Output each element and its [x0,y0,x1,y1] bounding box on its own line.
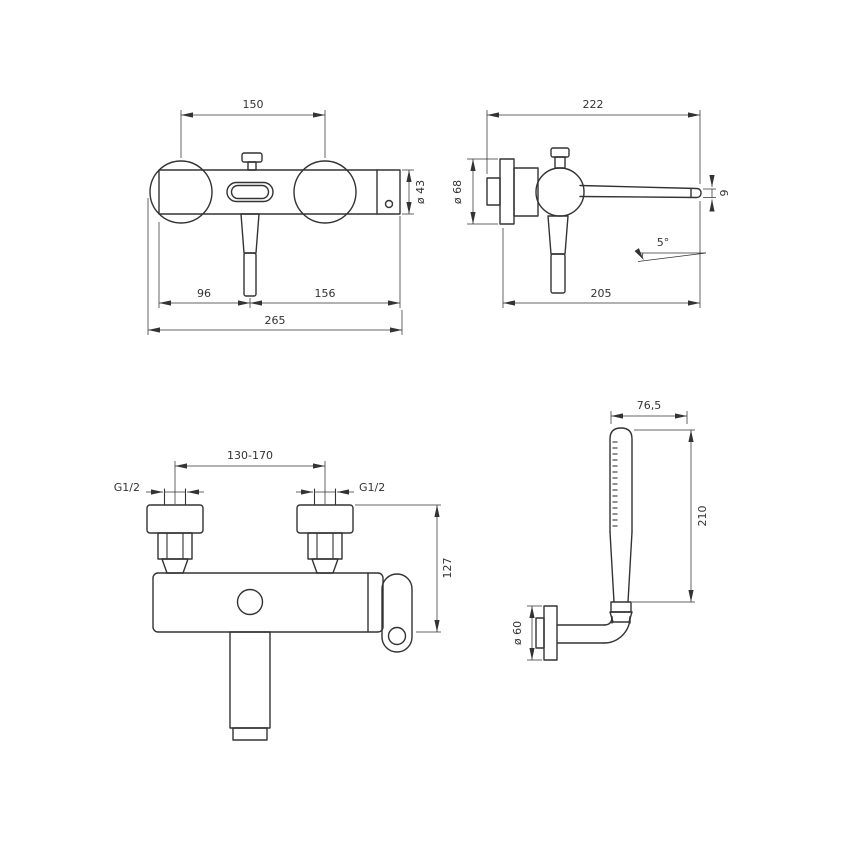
handshower-head [609,427,633,533]
dim-label: 130-170 [227,449,273,462]
dim-left-96: 96 [158,216,401,308]
elbow-outer [603,616,631,644]
escutcheon-left [146,504,204,534]
dim-label: G1/2 [359,481,385,494]
handle-cone [240,213,260,254]
shower-mixer-outline [146,488,413,741]
wall-rosette-left [149,160,213,224]
dim-label: 5° [657,236,670,249]
escutcheon-right [296,504,354,534]
view-bath-mixer-side: 222 ø 68 9 5° 205 [451,98,731,308]
holder-flange [543,605,558,661]
dim-span-150: 150 [180,98,326,158]
dim-label: 9 [718,190,731,197]
dim-thread-right: G1/2 [296,481,385,495]
handshower-outline [535,427,633,661]
dim-total-265: 265 [147,198,403,335]
dim-label: 222 [583,98,604,111]
diverter-knob-neck [554,156,566,169]
union-neck-right [311,558,339,574]
handshower-taper-left [609,531,615,603]
dim-label: 127 [441,558,454,579]
dim-width-76-5: 76,5 [610,399,688,424]
dim-label: 265 [265,314,286,327]
union-nut-right [307,532,343,560]
wall-flange [499,158,515,225]
handshower-taper-right [627,531,633,603]
diverter-knob-cap [241,152,263,163]
union-nut-left [157,532,193,560]
lever-end-cap [387,626,407,646]
diverter-knob-neck [247,161,257,171]
bath-mixer-side-outline [486,147,702,294]
dim-label: ø 60 [511,621,524,645]
view-handshower-holder-side: 76,5 210 ø 60 [511,399,709,661]
holder-wall-stub [535,617,545,649]
dim-holder-diameter-60: ø 60 [511,605,542,661]
holder-cone [609,611,633,623]
spray-face-lines [612,441,618,527]
dim-label: 150 [243,98,264,111]
wall-connection-stub [486,177,501,206]
body-block [513,167,539,217]
dim-spout-thickness-9: 9 [703,175,731,212]
lever-handle [381,573,413,653]
dim-label: 205 [591,287,612,300]
mixer-body [158,169,401,215]
dim-spout-angle-5deg: 5° [634,236,707,262]
dim-diameter-43: ø 43 [402,169,427,215]
handle-stem [243,252,257,297]
dim-span-222: 222 [486,98,701,184]
dim-label: ø 68 [451,180,464,204]
view-shower-mixer-front: 130-170 G1/2 G1/2 127 [114,449,454,741]
diverter-knob-cap [550,147,570,158]
dim-label: 96 [197,287,211,300]
spout-opening-outer [226,181,274,203]
spout [579,184,702,199]
mixer-body-side [535,167,585,217]
mixer-body [152,572,384,633]
handle-stem [550,253,566,294]
dim-label: G1/2 [114,481,140,494]
dim-length-210: 210 [632,429,709,603]
union-neck-left [161,558,189,574]
hose-nut [610,601,632,613]
handle-cone [547,215,569,255]
dim-label: 156 [315,287,336,300]
dim-flange-diameter-68: ø 68 [451,158,498,225]
view-bath-mixer-front: 150 ø 43 96 156 265 [147,98,427,335]
dim-height-127: 127 [355,504,454,633]
dim-right-156: 156 [250,287,400,306]
bath-mixer-front-outline [149,152,401,297]
dim-label: 210 [696,506,709,527]
dim-label: ø 43 [414,180,427,204]
body-center-cap [236,588,264,616]
dim-label: 76,5 [637,399,662,412]
end-cap-screw [384,199,394,209]
dim-thread-left: G1/2 [114,481,204,495]
elbow-inner [603,616,613,626]
spout-outlet [232,727,268,741]
dim-centers-130-170: 130-170 [174,449,326,504]
spout-opening-inner [230,184,270,200]
dim-projection-205: 205 [502,201,701,308]
wall-rosette-right [293,160,357,224]
spout-column [229,631,271,729]
